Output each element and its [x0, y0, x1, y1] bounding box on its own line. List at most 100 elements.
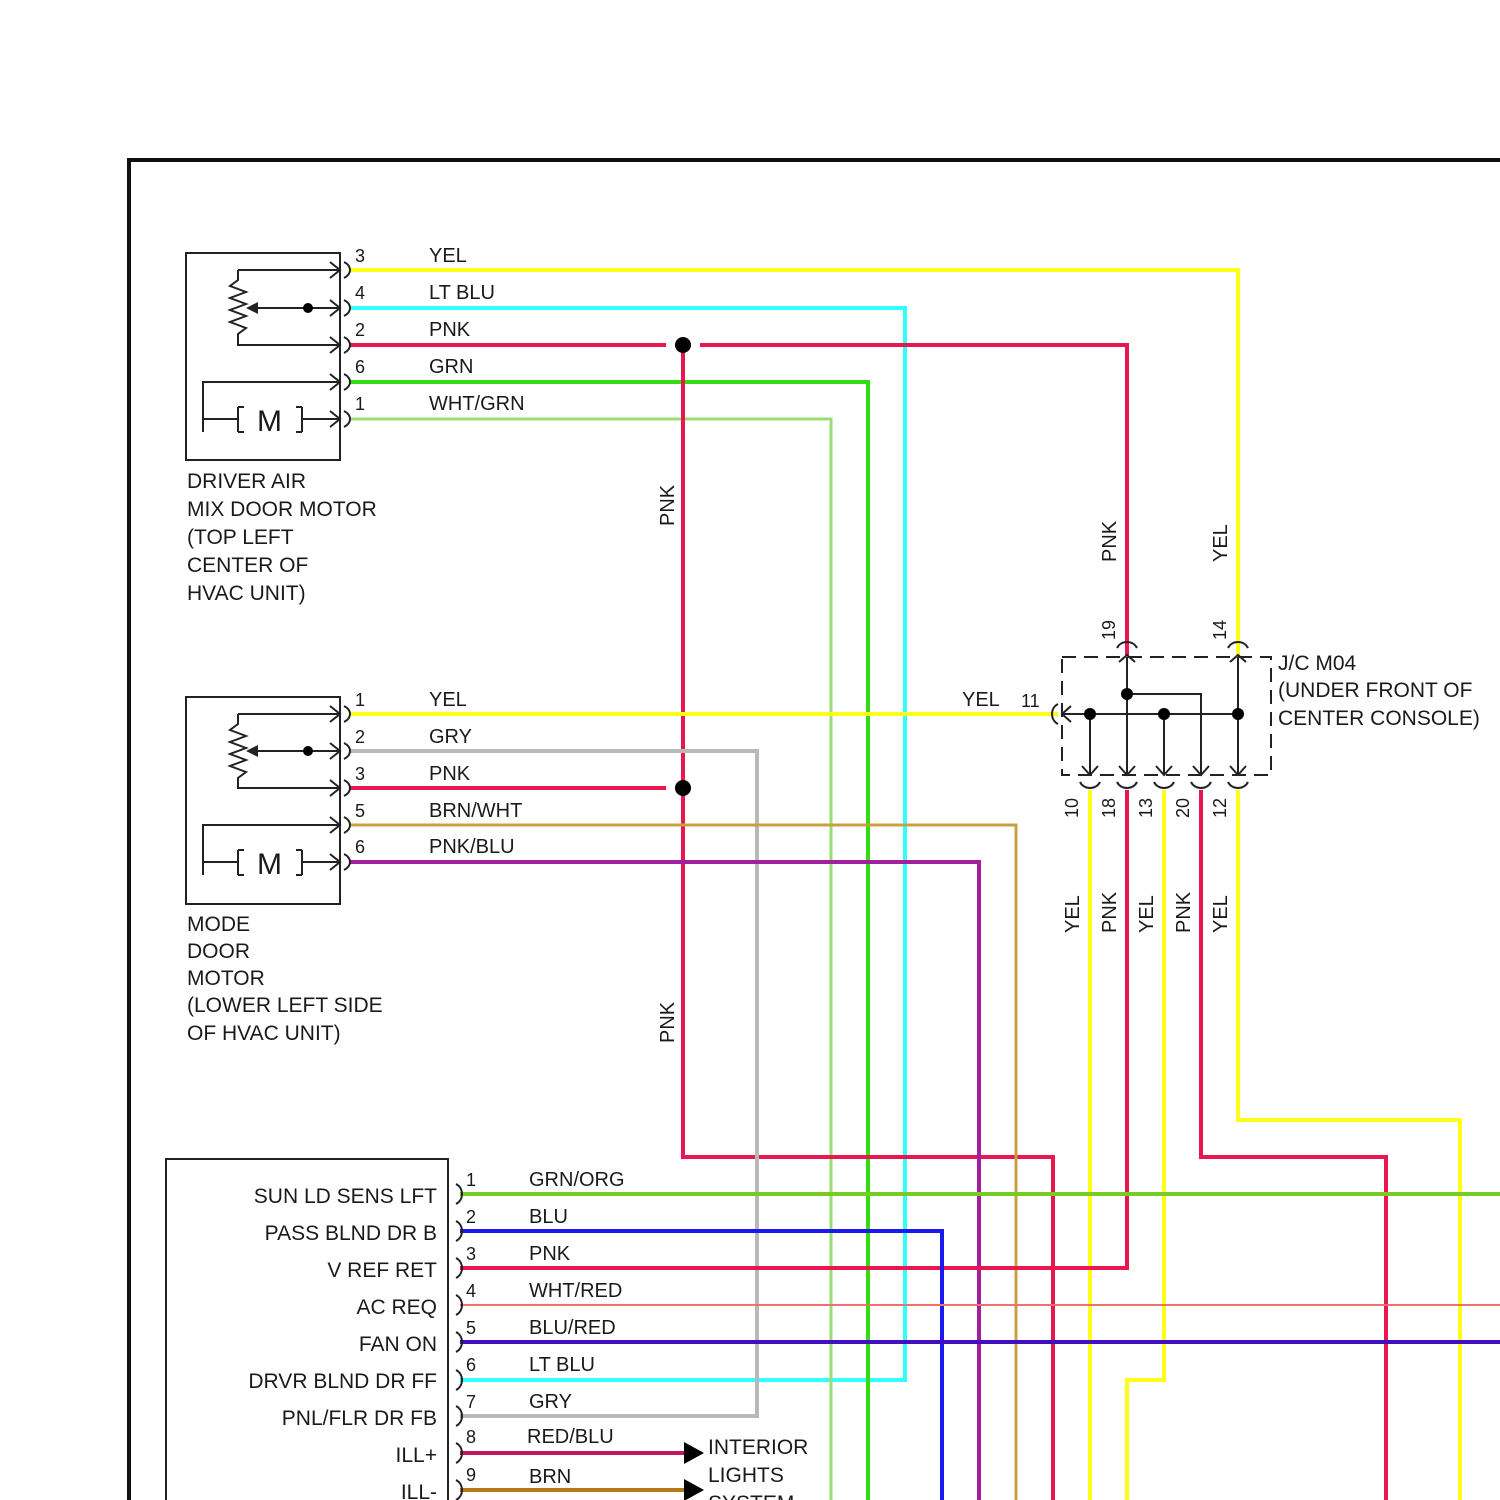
- mode-wire-color-label: PNK: [429, 763, 471, 785]
- junction-bottom-pin: 13: [1136, 798, 1156, 818]
- junction-bottom-wire-label: YEL: [1136, 895, 1158, 933]
- module-wire-color-label: RED/BLU: [527, 1426, 614, 1448]
- module-wire-color-label: BRN: [529, 1466, 571, 1488]
- driver-wire-color-label: GRN: [429, 356, 473, 378]
- driver-wire-color-label: YEL: [429, 245, 467, 267]
- module-pin-number: 9: [466, 1465, 476, 1485]
- junction-bottom-wire-label: YEL: [1210, 895, 1232, 933]
- wiper-arrow-icon: [246, 745, 258, 757]
- wires: [350, 270, 1500, 1500]
- module-pin-function: V REF RET: [327, 1259, 437, 1282]
- junction-node-dot: [1121, 688, 1133, 700]
- interior-lights-label: INTERIOR: [708, 1436, 808, 1459]
- mode-pin-number: 1: [355, 690, 365, 710]
- junction-label: J/C M04: [1278, 652, 1357, 675]
- mode-wire-color-label: GRY: [429, 726, 472, 748]
- wire-yel-jc-pin12: [1238, 790, 1460, 1500]
- module-pin-number: 2: [466, 1207, 476, 1227]
- module-wire-color-label: LT BLU: [529, 1354, 595, 1376]
- wire-pnkblu-mode-pin6: [350, 862, 979, 1500]
- junction-bottom-pin: 18: [1099, 798, 1119, 818]
- driver-air-mix-motor: M 3 4 2 6 1 YEL LT BLU PNK GRN WHT/GRN D…: [186, 245, 525, 605]
- driver-motor-label: HVAC UNIT): [187, 582, 306, 605]
- module-wire-color-label: PNK: [529, 1243, 571, 1265]
- interior-lights-label: SYSTEM: [708, 1492, 794, 1500]
- driver-pin-number: 2: [355, 320, 365, 340]
- junction-label: CENTER CONSOLE): [1278, 707, 1480, 730]
- wiper-dot-icon: [303, 303, 313, 313]
- junction-bottom-wire-label: YEL: [1062, 895, 1084, 933]
- module-pin-function: ILL-: [401, 1481, 437, 1500]
- junction-bottom-pin: 20: [1173, 798, 1193, 818]
- driver-motor-symbol: M: [257, 405, 282, 438]
- mode-wire-color-label: BRN/WHT: [429, 800, 522, 822]
- module-pin-function: PNL/FLR DR FB: [282, 1407, 437, 1430]
- mode-motor-label: MOTOR: [187, 967, 265, 990]
- module-pin-number: 5: [466, 1318, 476, 1338]
- mode-motor-label: (LOWER LEFT SIDE: [187, 994, 383, 1017]
- junction-node-dot: [1084, 708, 1096, 720]
- junction-in-wire-label: YEL: [962, 689, 1000, 711]
- mode-pin-number: 3: [355, 764, 365, 784]
- junction-bottom-wire-label: PNK: [1173, 891, 1195, 933]
- junction-label: (UNDER FRONT OF: [1278, 679, 1472, 702]
- module-pin-function: FAN ON: [359, 1333, 437, 1356]
- driver-motor-label: CENTER OF: [187, 554, 308, 577]
- mode-door-motor: M 1 2 3 5 6 YEL GRY PNK BRN/WHT PNK/BLU …: [186, 689, 522, 1045]
- mode-motor-label: MODE: [187, 913, 250, 936]
- module-wire-color-label: BLU/RED: [529, 1317, 616, 1339]
- driver-motor-label: (TOP LEFT: [187, 526, 294, 549]
- wiper-dot-icon: [303, 746, 313, 756]
- mode-motor-label: DOOR: [187, 940, 250, 963]
- junction-in-pin: 11: [1021, 691, 1040, 711]
- module-pin-function: PASS BLND DR B: [265, 1222, 437, 1245]
- module-pin-function: DRVR BLND DR FF: [248, 1370, 437, 1393]
- pnk-upper-label: PNK: [657, 484, 679, 526]
- mode-wire-color-label: PNK/BLU: [429, 836, 515, 858]
- module-pin-function: ILL+: [396, 1444, 437, 1467]
- junction-node-dot: [1158, 708, 1170, 720]
- mode-pin-number: 6: [355, 837, 365, 857]
- pnk-lower-label: PNK: [657, 1001, 679, 1043]
- module-pin-number: 3: [466, 1244, 476, 1264]
- driver-wire-color-label: PNK: [429, 319, 471, 341]
- splice-dot-driver: [675, 337, 691, 353]
- junction-top-wire-label: YEL: [1210, 524, 1232, 562]
- module-pin-number: 6: [466, 1355, 476, 1375]
- junction-top-pin: 14: [1210, 620, 1230, 640]
- wire-yel-driver-pin3: [350, 270, 1238, 655]
- junction-bottom-wire-label: PNK: [1099, 891, 1121, 933]
- driver-motor-label: DRIVER AIR: [187, 470, 306, 493]
- driver-pin-number: 4: [355, 283, 365, 303]
- driver-pin-number: 1: [355, 394, 365, 414]
- driver-pin-number: 6: [355, 357, 365, 377]
- arrow-ill-plus-icon: [684, 1442, 704, 1464]
- module-pin-number: 8: [466, 1427, 476, 1447]
- junction-top-wire-label: PNK: [1099, 520, 1121, 562]
- module-pin-number: 1: [466, 1170, 476, 1190]
- control-module: SUN LD SENS LFT PASS BLND DR B V REF RET…: [166, 1159, 808, 1500]
- mode-motor-symbol: M: [257, 848, 282, 881]
- module-pin-number: 7: [466, 1392, 476, 1412]
- module-wire-color-label: WHT/RED: [529, 1280, 622, 1302]
- arrow-ill-minus-icon: [684, 1479, 704, 1500]
- control-module-connector-icons: [456, 1184, 462, 1500]
- driver-wire-color-label: WHT/GRN: [429, 393, 525, 415]
- driver-pin-number: 3: [355, 246, 365, 266]
- junction-top-pin: 19: [1099, 620, 1119, 640]
- module-wire-color-label: GRN/ORG: [529, 1169, 625, 1191]
- mode-pin-number: 2: [355, 727, 365, 747]
- driver-motor-label: MIX DOOR MOTOR: [187, 498, 377, 521]
- module-pin-function: SUN LD SENS LFT: [254, 1185, 437, 1208]
- junction-connector: YEL 11 19 14 PNK YEL 10 18 13 20 12 YEL …: [962, 520, 1480, 933]
- splice-dot-mode: [675, 780, 691, 796]
- module-pin-number: 4: [466, 1281, 476, 1301]
- module-wire-color-label: GRY: [529, 1391, 572, 1413]
- wire-pnk-driver-pin2-right: [700, 345, 1127, 655]
- module-pin-function: AC REQ: [356, 1296, 437, 1319]
- mode-pin-number: 5: [355, 801, 365, 821]
- interior-lights-label: LIGHTS: [708, 1464, 784, 1487]
- driver-wire-color-label: LT BLU: [429, 282, 495, 304]
- mode-wire-color-label: YEL: [429, 689, 467, 711]
